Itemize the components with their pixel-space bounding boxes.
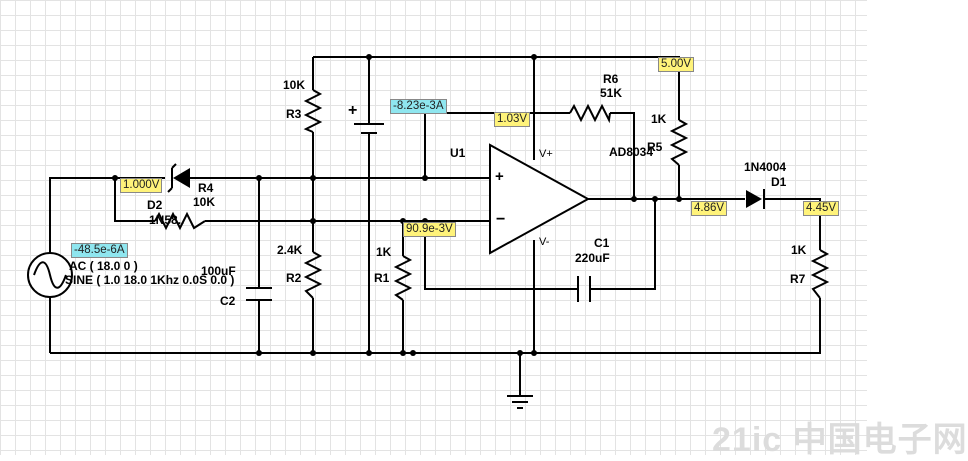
probe-4-45v[interactable]: 4.45V — [803, 201, 840, 216]
r3-value: 10K — [283, 78, 306, 92]
u1-label: U1 — [450, 146, 466, 160]
r6-resistor — [569, 103, 611, 124]
c1-label: C1 — [594, 236, 610, 250]
r5-label: R5 — [647, 140, 663, 154]
top-rail-wire — [313, 56, 680, 120]
probe-current-485[interactable]: -48.5e-6A — [71, 243, 128, 258]
r7-value: 1K — [791, 243, 807, 257]
c2-value: 100uF — [201, 264, 236, 278]
c1-wire — [424, 199, 656, 290]
u1-part-label: AD8034 — [609, 145, 654, 159]
r4-resistor — [154, 211, 206, 231]
r7-resistor — [810, 249, 830, 299]
d2-value: 1N58.. — [149, 213, 185, 227]
c1-value: 220uF — [575, 251, 610, 265]
opamp-vminus-label: V- — [539, 236, 550, 248]
r2-label: R2 — [286, 271, 302, 285]
r3-resistor — [303, 89, 323, 133]
r3-label: R3 — [286, 107, 302, 121]
source-line2: SINE ( 1.0 18.0 1Khz 0.0S 0.0 ) — [65, 273, 235, 287]
schematic-drawing — [27, 54, 830, 409]
d1-value: 1N4004 — [744, 160, 787, 174]
r4-value: 10K — [193, 195, 216, 209]
probe-1-000v[interactable]: 1.000V — [120, 178, 163, 193]
d2-diode — [173, 168, 190, 188]
probe-4-86v[interactable]: 4.86V — [691, 201, 728, 216]
probe-current-823[interactable]: -8.23e-3A — [390, 99, 447, 114]
source-line1: AC ( 18.0 0 ) — [69, 259, 138, 273]
bottom-rail-wire — [50, 298, 821, 354]
probe-90-9mv[interactable]: 90.9e-3V — [403, 222, 456, 237]
output-wire — [588, 198, 821, 250]
r5-resistor — [669, 119, 689, 166]
c2-label: C2 — [220, 294, 236, 308]
battery-plus-sign: + — [348, 102, 358, 119]
r6-value: 51K — [600, 86, 623, 100]
r1-label: R1 — [374, 271, 390, 285]
r1-resistor — [393, 255, 413, 301]
opamp-triangle — [489, 143, 591, 255]
r2-value: 2.4K — [277, 243, 303, 257]
d1-diode — [746, 190, 762, 208]
sine-glyph — [33, 261, 67, 289]
opamp-vplus-label: V+ — [539, 148, 553, 160]
probe-5v[interactable]: 5.00V — [658, 57, 695, 72]
d1-label: D1 — [771, 175, 787, 189]
probe-1-03v[interactable]: 1.03V — [494, 112, 531, 127]
d2-label: D2 — [147, 198, 163, 212]
watermark-logo: 21ic 中国电子网 — [712, 421, 968, 459]
opamp-minus-input: − — [496, 211, 506, 228]
r2-resistor — [303, 251, 323, 299]
opamp-plus-input: + — [495, 168, 504, 185]
r7-label: R7 — [790, 272, 806, 286]
r1-value: 1K — [376, 245, 392, 259]
r5-value: 1K — [651, 112, 667, 126]
r4-wire — [114, 178, 490, 222]
r4-label: R4 — [198, 181, 214, 195]
r6-label: R6 — [603, 72, 619, 86]
